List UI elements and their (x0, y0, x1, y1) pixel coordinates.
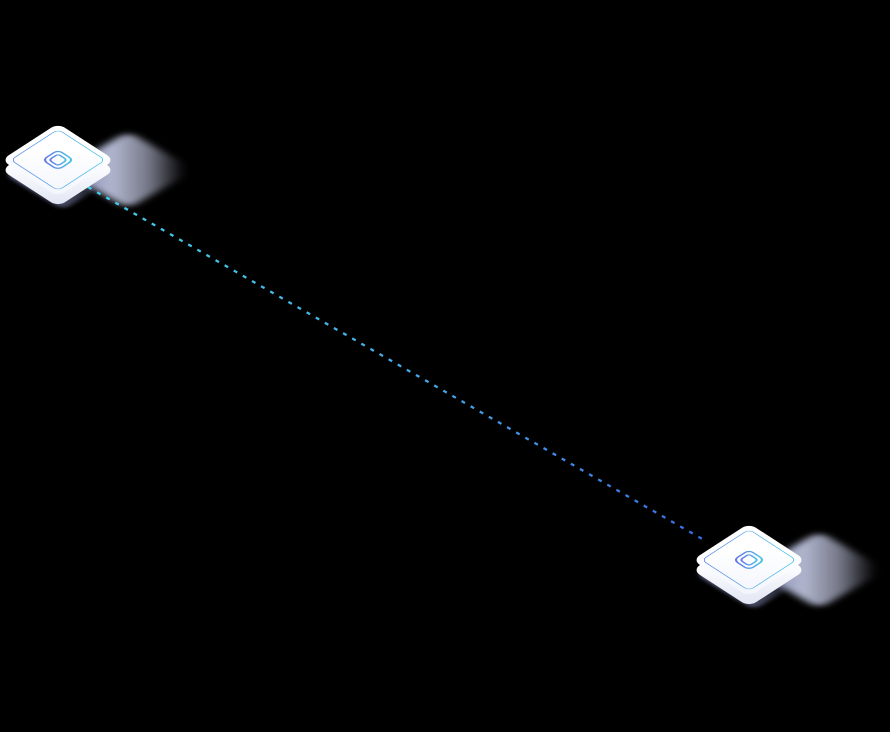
dashed-connection-line (87, 186, 705, 541)
